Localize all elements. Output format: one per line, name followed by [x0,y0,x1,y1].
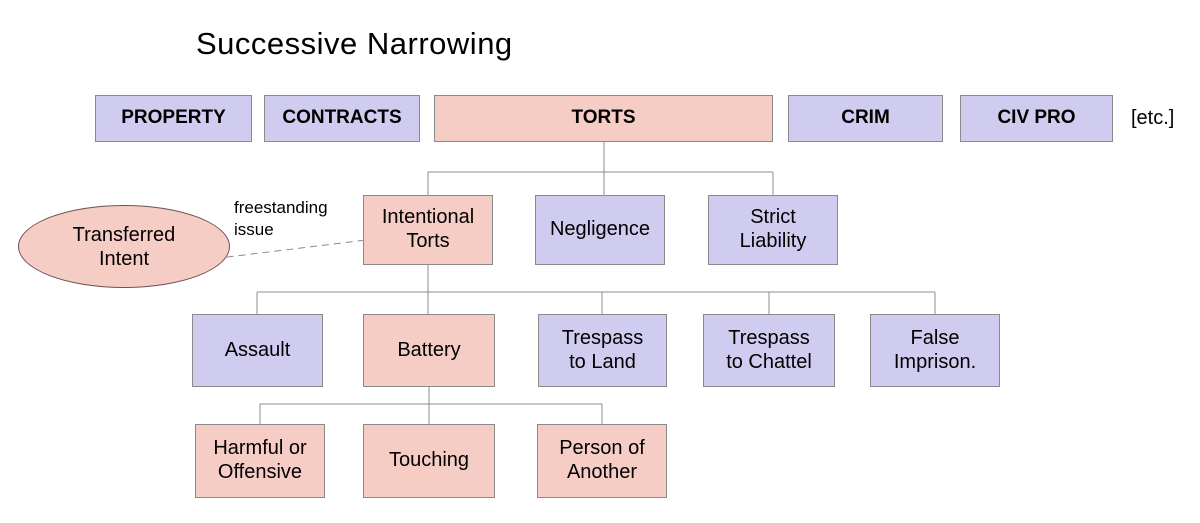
connector-intentional-children [256,265,936,314]
node-trespass-to-land: Trespass to Land [538,314,667,387]
node-person-of-another: Person of Another [537,424,667,498]
node-harmful-or-offensive: Harmful or Offensive [195,424,325,498]
callout-transferred-intent: Transferred Intent [18,205,230,288]
node-trespass-to-chattel: Trespass to Chattel [703,314,835,387]
page-title: Successive Narrowing [196,26,513,61]
node-torts: TORTS [434,95,773,142]
node-negligence: Negligence [535,195,665,265]
node-property: PROPERTY [95,95,252,142]
node-strict-liability: Strict Liability [708,195,838,265]
connector-torts-children [427,142,774,195]
node-intentional-torts: Intentional Torts [363,195,493,265]
node-contracts: CONTRACTS [264,95,420,142]
node-civ-pro: CIV PRO [960,95,1113,142]
freestanding-issue-note: freestanding issue [234,198,328,239]
node-crim: CRIM [788,95,943,142]
connector-battery-children [259,387,603,424]
node-battery: Battery [363,314,495,387]
node-touching: Touching [363,424,495,498]
etc-label: [etc.] [1131,107,1175,129]
node-assault: Assault [192,314,323,387]
node-false-imprisonment: False Imprison. [870,314,1000,387]
